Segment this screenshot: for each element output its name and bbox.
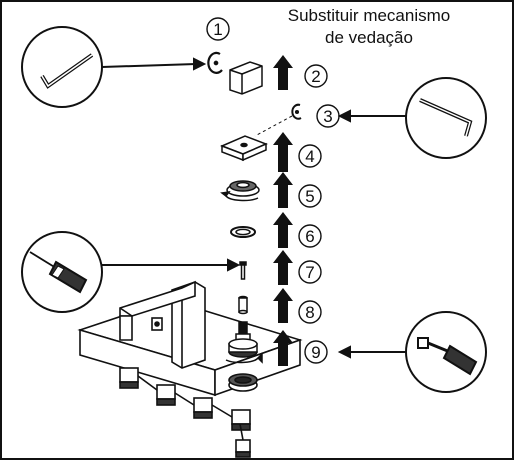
- step-3-marker: 3: [316, 104, 340, 128]
- svg-text:9: 9: [311, 343, 320, 362]
- tool-callout-screwdriver: [21, 231, 241, 313]
- title-line-2: de vedação: [325, 28, 413, 47]
- svg-text:2: 2: [311, 67, 320, 86]
- svg-text:3: 3: [323, 107, 332, 126]
- direction-arrows: [273, 55, 293, 366]
- socket-wrench-icon: [417, 337, 478, 376]
- part-threaded-nut: [220, 180, 260, 202]
- step-markers: 1 2 3 4 5 6 7: [206, 17, 340, 364]
- step-9-marker: 9: [304, 340, 328, 364]
- part-stack: [207, 51, 302, 364]
- tool-callout-allen-key-left: [21, 26, 207, 108]
- part-sealing-cartridge: [225, 321, 263, 364]
- up-arrow-icon: [273, 55, 293, 90]
- up-arrow-icon: [273, 330, 293, 366]
- svg-text:7: 7: [305, 263, 314, 282]
- tool-callout-allen-key-right: [337, 77, 487, 159]
- screwdriver-icon: [29, 251, 88, 294]
- part-square-plate: [220, 135, 268, 162]
- faucet-assembly: [77, 280, 303, 458]
- up-arrow-icon: [273, 250, 293, 285]
- part-clip-ring-small: [254, 103, 302, 137]
- step-2-marker: 2: [304, 64, 328, 88]
- allen-key-icon: [40, 53, 94, 89]
- part-o-ring: [230, 226, 256, 238]
- step-7-marker: 7: [298, 260, 322, 284]
- part-screw: [239, 261, 247, 280]
- svg-text:6: 6: [305, 227, 314, 246]
- svg-text:8: 8: [305, 303, 314, 322]
- up-arrow-icon: [273, 132, 293, 172]
- part-spindle-adapter: [238, 295, 248, 315]
- allen-key-icon: [419, 98, 473, 137]
- svg-text:5: 5: [305, 187, 314, 206]
- diagram-title: Substituir mecanismo de vedação: [259, 5, 479, 49]
- step-4-marker: 4: [298, 144, 322, 168]
- step-8-marker: 8: [298, 300, 322, 324]
- step-6-marker: 6: [298, 224, 322, 248]
- part-handle-block: [229, 61, 263, 95]
- up-arrow-icon: [273, 212, 293, 248]
- svg-text:4: 4: [305, 147, 314, 166]
- title-line-1: Substituir mecanismo: [287, 6, 451, 25]
- svg-text:1: 1: [213, 20, 222, 39]
- step-5-marker: 5: [298, 184, 322, 208]
- up-arrow-icon: [273, 288, 293, 323]
- part-clip-ring-top: [207, 51, 223, 74]
- tool-callout-socket-wrench: [337, 311, 487, 393]
- step-1-marker: 1: [206, 17, 230, 41]
- up-arrow-icon: [273, 172, 293, 208]
